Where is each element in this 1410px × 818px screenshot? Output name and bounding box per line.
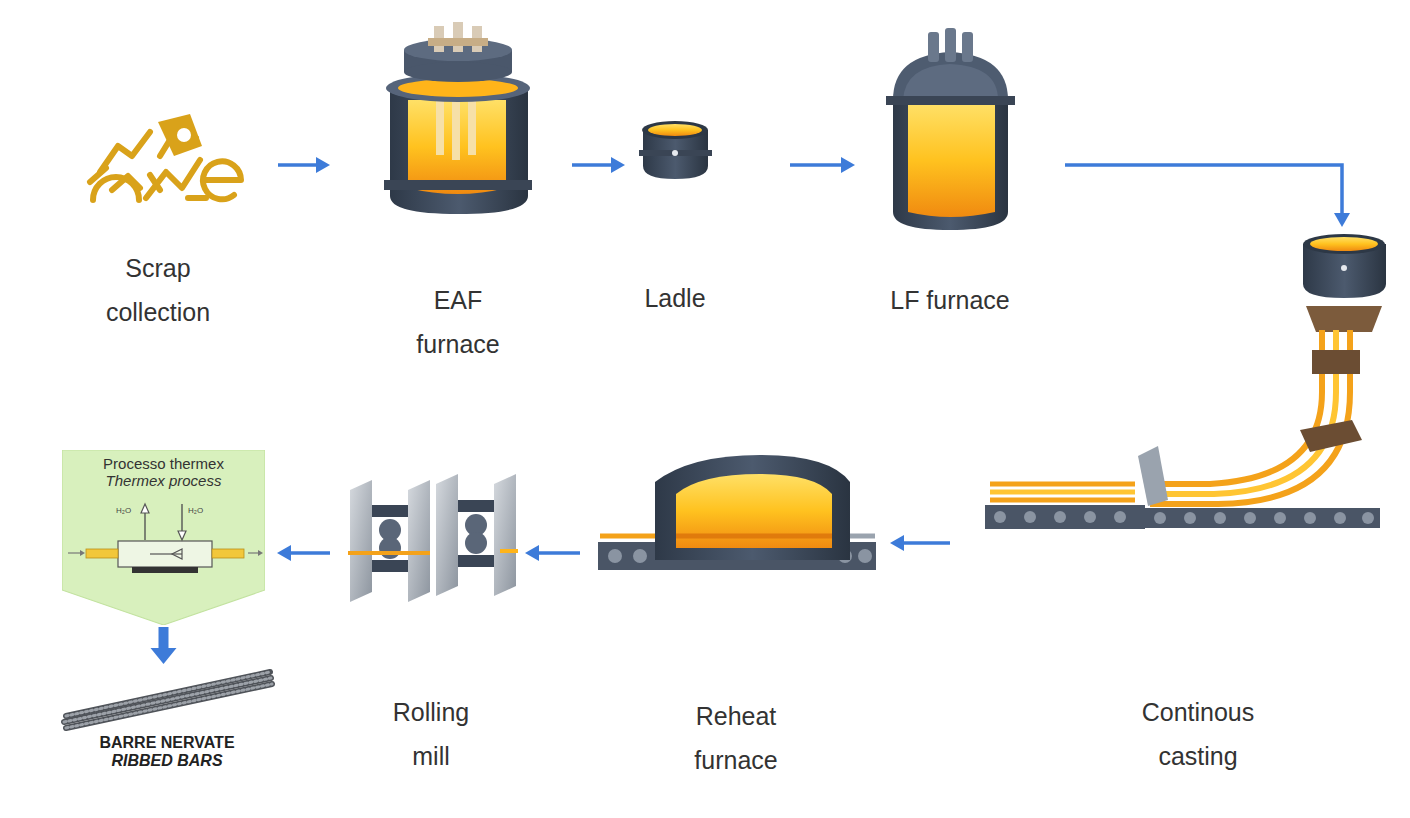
flow-arrow	[572, 157, 625, 173]
stage-label: Scrap collection	[93, 246, 223, 334]
arrow-line	[290, 551, 330, 555]
stage-node: Ladle	[630, 100, 720, 330]
arrow-head	[611, 157, 625, 173]
arrow-head	[525, 545, 539, 561]
arrow-line	[1065, 165, 1342, 214]
product-label: BARRE NERVATE	[60, 734, 275, 752]
label-holder: H₂O	[188, 506, 203, 516]
lf-furnace	[886, 28, 1015, 230]
stage-node: Continous casting	[960, 230, 1395, 780]
stage-label: EAF furnace	[393, 278, 523, 366]
stage-label: Continous casting	[1133, 690, 1263, 778]
stage-label: Reheat furnace	[671, 694, 801, 782]
stage-label: Ladle	[630, 276, 720, 320]
ribbed-bars	[64, 672, 272, 728]
water-label: H₂O	[116, 506, 131, 516]
flow-arrow	[1065, 165, 1350, 227]
stage-node: EAF furnace	[350, 30, 565, 375]
water-label: H₂O	[188, 506, 203, 516]
product-node: BARRE NERVATERIBBED BARS	[55, 668, 280, 776]
arrow-line	[538, 551, 580, 555]
arrow-head	[316, 157, 330, 173]
flow-arrow	[890, 535, 950, 551]
arrow-head	[841, 157, 855, 173]
rolling-mill	[348, 474, 518, 602]
arrow-head	[277, 545, 291, 561]
continuous-caster	[985, 234, 1386, 529]
arrow-head	[151, 648, 177, 664]
stage-label: LF furnace	[890, 278, 1010, 322]
reheat-furnace	[598, 455, 876, 570]
stage-node: LF furnace	[880, 35, 1020, 370]
arrow-line	[790, 163, 842, 167]
scrap-hole	[177, 128, 191, 142]
flow-arrow	[278, 157, 330, 173]
panel-title: Thermex process	[66, 472, 261, 489]
arrow-head	[1334, 213, 1350, 227]
thermex-panel: Processo thermexThermex process	[62, 450, 265, 625]
arrow-line	[159, 627, 169, 649]
arrow-head	[890, 535, 904, 551]
scrap-chunk	[158, 114, 202, 156]
stage-node: Reheat furnace	[590, 450, 880, 795]
flow-arrow	[790, 157, 855, 173]
eaf-furnace	[384, 22, 532, 214]
stage-label: Rolling mill	[376, 690, 486, 778]
stage-node: Scrap collection	[70, 110, 262, 342]
ladle	[639, 121, 712, 179]
scrap-pile	[90, 130, 241, 200]
flow-arrow	[151, 627, 177, 664]
stage-node: Rolling mill	[340, 470, 520, 780]
arrow-line	[903, 541, 950, 545]
flow-arrow	[525, 545, 580, 561]
arrow-line	[572, 163, 612, 167]
product-label: RIBBED BARS	[60, 752, 275, 770]
label-holder: H₂O	[116, 506, 131, 516]
flow-arrow	[277, 545, 330, 561]
panel-title: Processo thermex	[66, 455, 261, 472]
panel-fill	[62, 450, 265, 625]
arrow-line	[278, 163, 317, 167]
